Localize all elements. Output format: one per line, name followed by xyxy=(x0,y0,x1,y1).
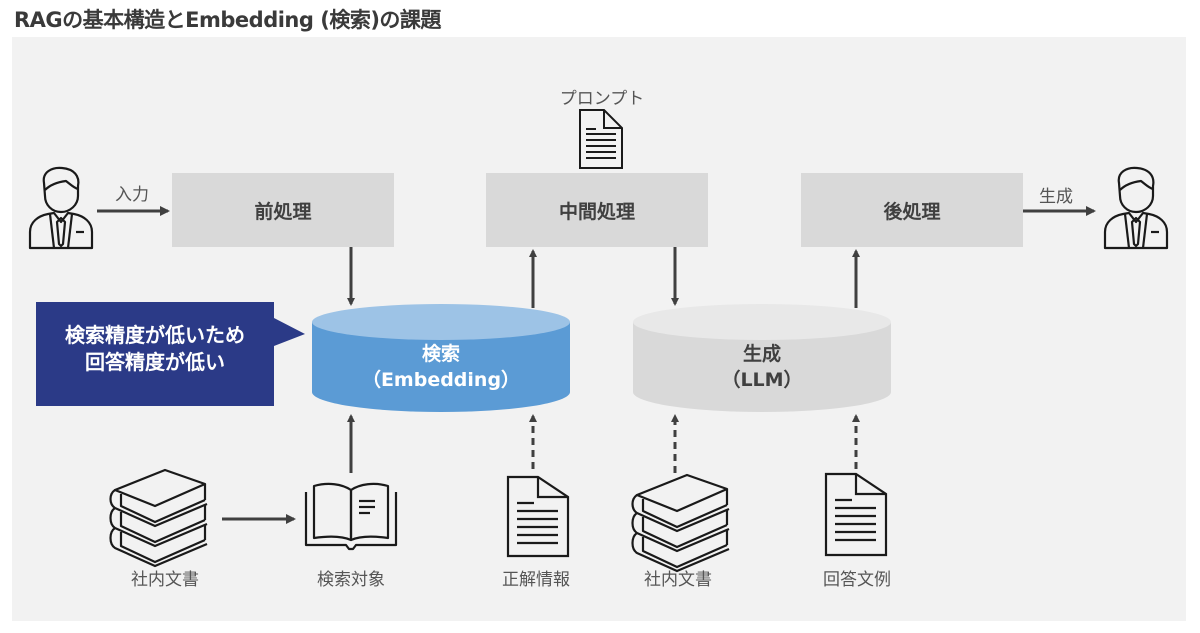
preprocess-label: 前処理 xyxy=(254,200,312,223)
callout-line1: 検索精度が低いため xyxy=(65,323,245,347)
output-label: 生成 xyxy=(1039,187,1073,207)
source-label-target: 検索対象 xyxy=(317,570,385,590)
diagram-title: RAGの基本構造とEmbedding (検索)の課題 xyxy=(14,8,441,32)
user-icon-output xyxy=(1103,166,1169,250)
source-label-answer: 正解情報 xyxy=(502,570,570,590)
open-book-icon xyxy=(304,482,398,551)
llm-cylinder xyxy=(633,304,891,412)
postprocess-label: 後処理 xyxy=(883,200,941,223)
preprocess-box: 前処理 xyxy=(172,173,394,247)
example-document-icon xyxy=(824,472,888,557)
llm-subtitle: （LLM） xyxy=(721,369,803,391)
llm-cylinder-text: 生成 （LLM） xyxy=(633,341,891,393)
books-icon-1 xyxy=(109,468,208,568)
callout-shape xyxy=(36,302,305,406)
search-subtitle: （Embedding） xyxy=(361,369,521,391)
callout-line2: 回答精度が低い xyxy=(85,350,225,374)
search-cylinder-text: 検索 （Embedding） xyxy=(312,341,570,393)
books-icon-2 xyxy=(631,473,730,573)
source-label-example: 回答文例 xyxy=(823,570,891,590)
answer-document-icon xyxy=(506,475,570,558)
midprocess-label: 中間処理 xyxy=(558,200,635,223)
user-icon-input xyxy=(28,166,94,250)
search-cylinder xyxy=(312,304,570,412)
prompt-document-icon xyxy=(579,109,623,169)
midprocess-box: 中間処理 xyxy=(486,173,708,247)
input-label: 入力 xyxy=(115,185,149,205)
source-label-docs-2: 社内文書 xyxy=(644,570,712,590)
prompt-label: プロンプト xyxy=(559,89,645,109)
llm-title: 生成 xyxy=(742,343,781,365)
search-title: 検索 xyxy=(421,343,460,365)
source-label-docs-1: 社内文書 xyxy=(131,570,199,590)
callout-text: 検索精度が低いため 回答精度が低い xyxy=(36,322,274,376)
postprocess-box: 後処理 xyxy=(801,173,1023,247)
